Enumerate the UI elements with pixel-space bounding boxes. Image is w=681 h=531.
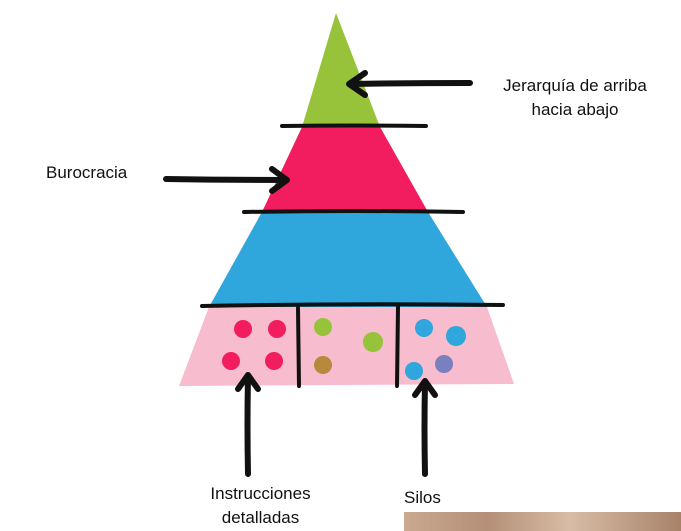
video-thumbnail-strip	[404, 512, 681, 531]
label-top-down-hierarchy-line1: Jerarquía de arriba	[503, 76, 647, 95]
silo-divider-left	[296, 306, 301, 388]
dot-blue	[415, 319, 433, 337]
dot-brown	[314, 356, 332, 374]
silo-divider-right	[395, 305, 400, 388]
tier-divider-bottom	[200, 302, 505, 308]
dot-pink	[268, 320, 286, 338]
dot-green	[363, 332, 383, 352]
label-detailed-instructions: Instrucciones detalladas	[183, 482, 338, 530]
arrow-to-apex-head	[346, 70, 368, 98]
pyramid-tier-apex	[302, 13, 380, 127]
dot-purple	[435, 355, 453, 373]
label-bureaucracy: Burocracia	[46, 163, 128, 182]
dot-pink	[265, 352, 283, 370]
pyramid-tier-bureaucracy	[262, 127, 428, 212]
dot-blue	[405, 362, 423, 380]
dot-pink	[234, 320, 252, 338]
tier-divider-top	[280, 123, 428, 128]
label-silos: Silos	[404, 488, 441, 507]
label-top-down-hierarchy-line2: hacia abajo	[531, 100, 619, 119]
arrow-to-instructions-head	[235, 372, 261, 392]
arrow-to-silos	[421, 379, 428, 477]
arrow-to-bureaucracy	[163, 176, 289, 183]
arrow-to-apex	[347, 80, 473, 87]
tier-divider-middle	[242, 209, 465, 214]
pyramid-tier-lower	[209, 212, 487, 307]
arrow-to-instructions	[244, 373, 251, 477]
dot-pink	[222, 352, 240, 370]
label-detailed-instructions-line2: detalladas	[221, 508, 300, 527]
arrow-to-bureaucracy-head	[269, 166, 290, 194]
label-detailed-instructions-line1: Instrucciones	[210, 484, 311, 503]
dot-green	[314, 318, 332, 336]
dot-blue	[446, 326, 466, 346]
arrow-to-silos-head	[412, 378, 438, 398]
pyramid-tier-base	[179, 307, 514, 386]
label-top-down-hierarchy: Jerarquía de arriba hacia abajo	[480, 74, 670, 122]
